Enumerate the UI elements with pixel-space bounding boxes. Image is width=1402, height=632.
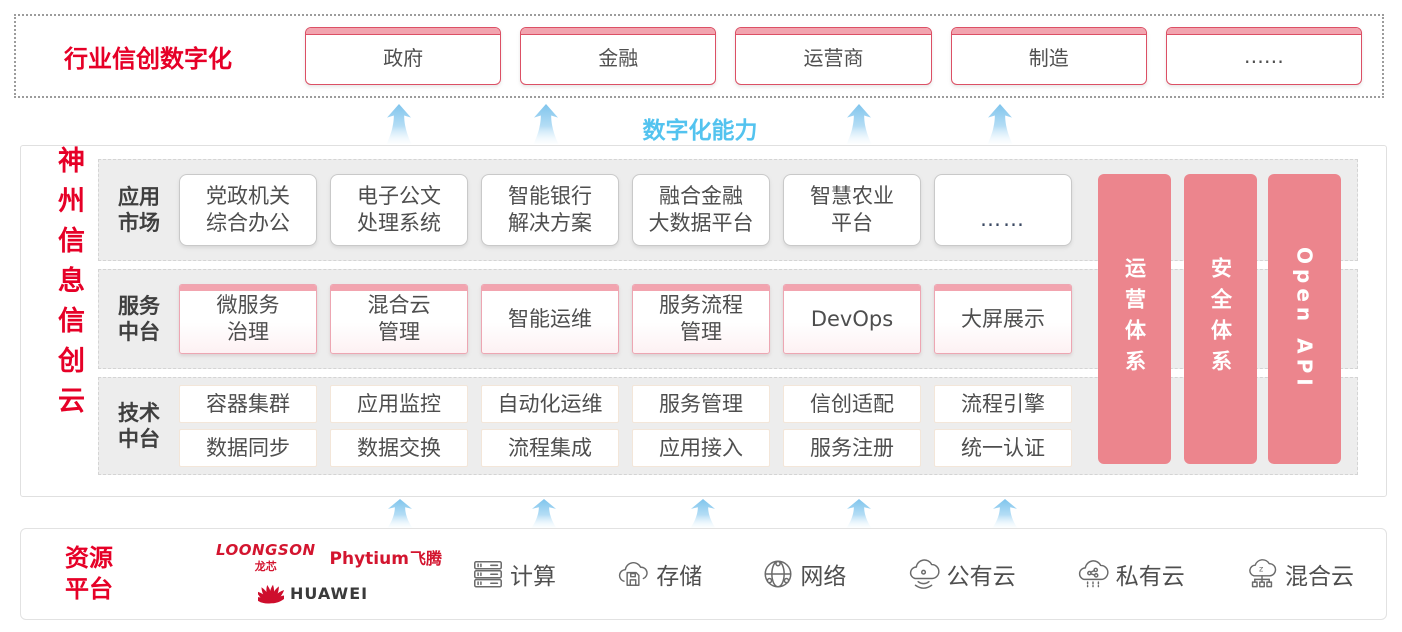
service-platform-boxes: 微服务 治理 混合云 管理 智能运维 服务流程 管理 DevOps 大屏展示 bbox=[179, 284, 1072, 354]
resource-item-compute: 计算 bbox=[471, 557, 556, 591]
huawei-wordmark: HUAWEI bbox=[290, 583, 369, 603]
up-arrow-icon bbox=[527, 499, 561, 528]
app-box-more: …… bbox=[934, 174, 1072, 246]
tech-box-data-exchange: 数据交换 bbox=[330, 429, 468, 467]
side-bar-operations-system: 运营体系 bbox=[1098, 174, 1171, 464]
huawei-flower-icon bbox=[258, 584, 284, 604]
up-arrow-icon bbox=[983, 104, 1017, 144]
app-box-finance-bigdata: 融合金融 大数据平台 bbox=[632, 174, 770, 246]
phytium-wordmark: Phytium bbox=[329, 549, 409, 569]
industry-box-list: 政府 金融 运营商 制造 …… bbox=[305, 27, 1363, 85]
app-box-party-gov-office: 党政机关 综合办公 bbox=[179, 174, 317, 246]
resource-item-public-cloud: 公有云 bbox=[906, 557, 1016, 591]
service-box-devops: DevOps bbox=[783, 284, 921, 354]
side-bar-security-system: 安全体系 bbox=[1184, 174, 1257, 464]
resource-item-list: 计算 存储 网络 bbox=[471, 529, 1354, 619]
tech-boxes-top: 容器集群 应用监控 自动化运维 服务管理 信创适配 流程引擎 bbox=[179, 385, 1072, 423]
huawei-logo: HUAWEI bbox=[258, 580, 476, 606]
loongson-logo: LOONGSON 龙芯 bbox=[216, 541, 316, 574]
service-box-microservice-governance: 微服务 治理 bbox=[179, 284, 317, 354]
tech-box-automated-ops: 自动化运维 bbox=[481, 385, 619, 423]
resource-item-label: 私有云 bbox=[1115, 564, 1185, 590]
app-box-smart-agriculture: 智慧农业 平台 bbox=[783, 174, 921, 246]
vendor-logos: LOONGSON 龙芯 Phytium 飞腾 bbox=[216, 541, 476, 606]
up-arrow-icon bbox=[842, 499, 876, 528]
tech-platform-boxes: 容器集群 应用监控 自动化运维 服务管理 信创适配 流程引擎 数据同步 数据交换… bbox=[179, 385, 1072, 467]
resource-platform-panel: 资源 平台 LOONGSON 龙芯 Phytium 飞腾 bbox=[20, 528, 1387, 620]
tech-box-unified-auth: 统一认证 bbox=[934, 429, 1072, 467]
tech-boxes-bottom: 数据同步 数据交换 流程集成 应用接入 服务注册 统一认证 bbox=[179, 429, 1072, 467]
resource-item-label: 计算 bbox=[510, 564, 556, 590]
tech-box-service-mgmt: 服务管理 bbox=[632, 385, 770, 423]
loongson-wordmark: LOONGSON bbox=[216, 541, 316, 559]
resource-item-label: 混合云 bbox=[1284, 564, 1354, 590]
app-box-smart-bank: 智能银行 解决方案 bbox=[481, 174, 619, 246]
row-label-tech-platform: 技术 中台 bbox=[118, 400, 160, 451]
resource-item-hybrid-cloud: z 混合云 bbox=[1244, 557, 1354, 591]
panel-vertical-title: 神州信息信创云 bbox=[53, 146, 84, 426]
tech-box-container-cluster: 容器集群 bbox=[179, 385, 317, 423]
app-box-e-document-system: 电子公文 处理系统 bbox=[330, 174, 468, 246]
up-arrow-icon bbox=[842, 104, 876, 144]
industry-box-more: …… bbox=[1165, 27, 1363, 85]
resource-platform-title: 资源 平台 bbox=[65, 543, 113, 603]
up-arrow-icon bbox=[383, 499, 417, 528]
row-label-service-platform: 服务 中台 bbox=[118, 293, 160, 344]
tech-box-process-integration: 流程集成 bbox=[481, 429, 619, 467]
tech-box-process-engine: 流程引擎 bbox=[934, 385, 1072, 423]
resource-item-label: 存储 bbox=[656, 564, 703, 590]
tech-box-app-monitoring: 应用监控 bbox=[330, 385, 468, 423]
service-box-intelligent-ops: 智能运维 bbox=[481, 284, 619, 354]
public-cloud-icon bbox=[909, 559, 940, 589]
loongson-chinese-label: 龙芯 bbox=[254, 560, 277, 573]
up-arrow-icon bbox=[529, 104, 563, 144]
up-arrow-icon bbox=[686, 499, 720, 528]
up-arrow-icon bbox=[988, 499, 1022, 528]
industry-box-government: 政府 bbox=[305, 27, 502, 85]
capability-label: 数字化能力 bbox=[642, 118, 758, 144]
resource-item-private-cloud: 私有云 bbox=[1075, 557, 1185, 591]
phytium-chinese-label: 飞腾 bbox=[409, 549, 442, 568]
compute-icon bbox=[474, 560, 502, 588]
resource-item-network: 网络 bbox=[761, 557, 846, 591]
industry-banner-title: 行业信创数字化 bbox=[64, 44, 232, 73]
up-arrow-icon bbox=[382, 104, 416, 144]
tech-box-xinchuang-adaptation: 信创适配 bbox=[783, 385, 921, 423]
industry-banner: 行业信创数字化 政府 金融 运营商 制造 …… bbox=[14, 14, 1384, 98]
resource-item-storage: 存储 bbox=[615, 557, 702, 591]
private-cloud-icon bbox=[1078, 560, 1109, 588]
side-bar-open-api: Open API bbox=[1268, 174, 1341, 464]
app-market-boxes: 党政机关 综合办公 电子公文 处理系统 智能银行 解决方案 融合金融 大数据平台… bbox=[179, 174, 1072, 246]
tech-box-data-sync: 数据同步 bbox=[179, 429, 317, 467]
industry-box-manufacturing: 制造 bbox=[950, 27, 1147, 85]
industry-box-operator: 运营商 bbox=[735, 27, 932, 85]
platform-rows: 应用 市场 党政机关 综合办公 电子公文 处理系统 智能银行 解决方案 融合金融… bbox=[98, 159, 1358, 475]
cloud-platform-panel: 神州信息信创云 应用 市场 党政机关 综合办公 电子公文 处理系统 智能银行 解… bbox=[20, 145, 1387, 497]
tech-box-app-access: 应用接入 bbox=[632, 429, 770, 467]
storage-icon bbox=[619, 561, 648, 586]
network-icon bbox=[764, 560, 792, 588]
service-box-hybrid-cloud-mgmt: 混合云 管理 bbox=[330, 284, 468, 354]
service-box-big-screen-display: 大屏展示 bbox=[934, 284, 1072, 354]
tech-box-service-registry: 服务注册 bbox=[783, 429, 921, 467]
resource-item-label: 网络 bbox=[800, 564, 847, 590]
resource-item-label: 公有云 bbox=[946, 564, 1016, 590]
row-label-app-market: 应用 市场 bbox=[118, 184, 160, 235]
svg-text:z: z bbox=[1259, 564, 1263, 574]
phytium-logo: Phytium 飞腾 bbox=[330, 545, 442, 569]
industry-box-finance: 金融 bbox=[520, 27, 717, 85]
hybrid-cloud-icon: z bbox=[1249, 559, 1277, 588]
vendor-logos-row: LOONGSON 龙芯 Phytium 飞腾 bbox=[216, 541, 476, 574]
service-box-service-process-mgmt: 服务流程 管理 bbox=[632, 284, 770, 354]
